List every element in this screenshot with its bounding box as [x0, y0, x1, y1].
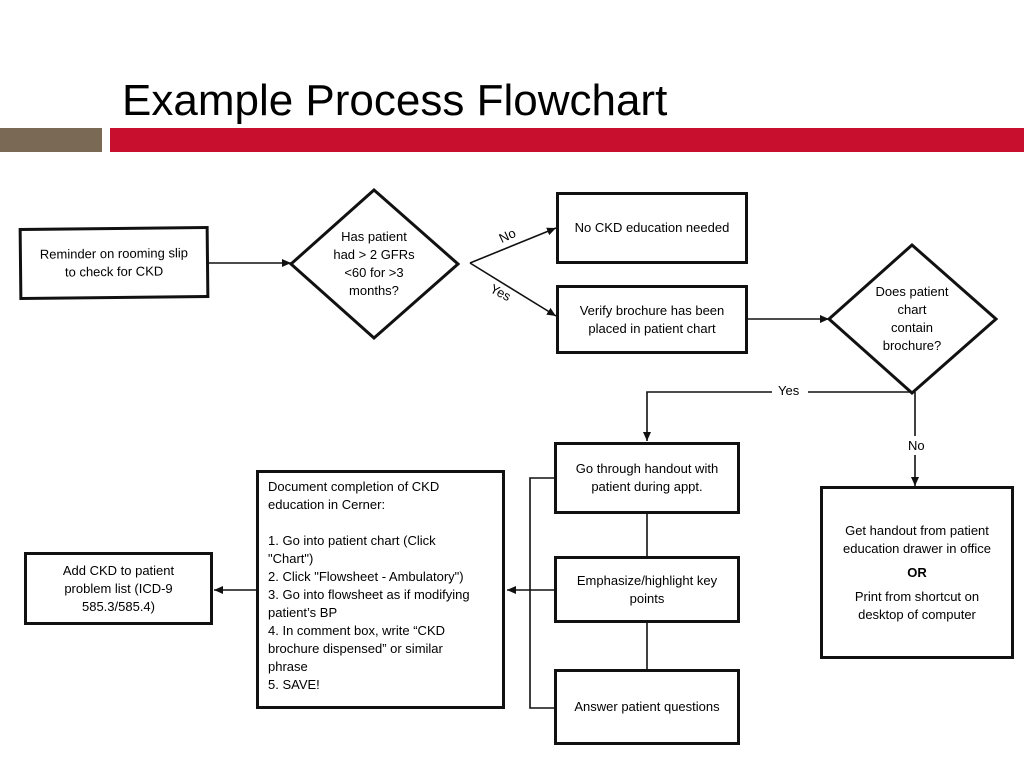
brochure-line-1: Does patient — [875, 284, 949, 299]
brochure-decision-diamond: Does patient chart contain brochure? — [826, 243, 998, 395]
reminder-line-2: to check for CKD — [64, 263, 164, 280]
verify-line-1: Verify brochure has been — [579, 302, 725, 318]
get-handout-line-1: Get handout from patient — [845, 522, 989, 538]
title-underline-left — [0, 128, 102, 152]
brochure-line-4: brochure? — [882, 338, 942, 353]
get-handout-or: OR — [907, 564, 927, 580]
brochure-line-3: contain — [891, 320, 933, 335]
get-handout-line-4: desktop of computer — [858, 606, 976, 622]
reminder-line-1: Reminder on rooming slip — [39, 245, 189, 262]
get-handout-box: Get handout from patient education drawe… — [820, 486, 1014, 659]
emphasize-box: Emphasize/highlight key points — [554, 556, 740, 623]
answer-questions-box: Answer patient questions — [554, 669, 740, 745]
verify-line-2: placed in patient chart — [588, 320, 716, 336]
gfr-decision-diamond: Has patient had > 2 GFRs <60 for >3 mont… — [288, 188, 460, 340]
document-line-3 — [268, 514, 470, 532]
gfr-diamond-shape — [288, 188, 460, 340]
no-education-box: No CKD education needed — [556, 192, 748, 264]
add-ckd-line-1: Add CKD to patient — [62, 562, 175, 578]
brochure-line-2: chart — [897, 302, 927, 317]
gfr-line-2: had > 2 GFRs — [333, 247, 415, 262]
add-ckd-box: Add CKD to patient problem list (ICD-9 5… — [24, 552, 213, 625]
add-ckd-line-3: 585.3/585.4) — [81, 598, 155, 614]
document-line-8: patient’s BP — [268, 605, 338, 620]
handout-line-1: Go through handout with — [575, 461, 719, 476]
handout-line-2: patient during appt. — [591, 479, 703, 494]
document-line-2: education in Cerner: — [268, 497, 386, 512]
verify-brochure-box: Verify brochure has been placed in patie… — [556, 285, 748, 354]
emphasize-line-1: Emphasize/highlight key — [576, 572, 718, 588]
document-line-7: 3. Go into flowsheet as if modifying — [268, 587, 470, 602]
document-line-6: 2. Click "Flowsheet - Ambulatory") — [268, 569, 464, 584]
gfr-line-3: <60 for >3 — [344, 265, 404, 280]
arrow-gfr-no — [469, 227, 557, 264]
edge-label-no-brochure: No — [908, 438, 925, 453]
gfr-line-1: Has patient — [341, 229, 407, 244]
document-line-12: 5. SAVE! — [268, 677, 320, 692]
get-handout-line-3: Print from shortcut on — [854, 588, 980, 604]
brochure-diamond-shape — [826, 243, 998, 395]
arrow-brochure-yes-to-handout — [643, 391, 772, 441]
add-ckd-line-2: problem list (ICD-9 — [64, 580, 173, 596]
gfr-line-4: months? — [349, 283, 399, 298]
document-line-11: phrase — [268, 659, 308, 674]
title-underline-right — [110, 128, 1024, 152]
handout-box: Go through handout with patient during a… — [554, 442, 740, 514]
document-line-10: brochure dispensed” or similar — [268, 641, 443, 656]
document-line-1: Document completion of CKD — [268, 479, 440, 494]
page-title: Example Process Flowchart — [122, 76, 668, 125]
bracket-steps — [529, 477, 554, 709]
arrow-gfr-yes — [469, 262, 557, 317]
answer-questions-text: Answer patient questions — [574, 699, 720, 714]
edge-label-yes-brochure: Yes — [778, 383, 800, 398]
no-education-text: No CKD education needed — [574, 220, 730, 235]
document-box: Document completion of CKD education in … — [256, 470, 505, 709]
emphasize-line-2: points — [629, 590, 665, 606]
document-line-9: 4. In comment box, write “CKD — [268, 623, 445, 638]
document-line-5: "Chart") — [268, 551, 314, 566]
get-handout-line-2: education drawer in office — [843, 540, 991, 556]
document-line-4: 1. Go into patient chart (Click — [268, 533, 436, 548]
reminder-box: Reminder on rooming slip to check for CK… — [18, 226, 210, 300]
